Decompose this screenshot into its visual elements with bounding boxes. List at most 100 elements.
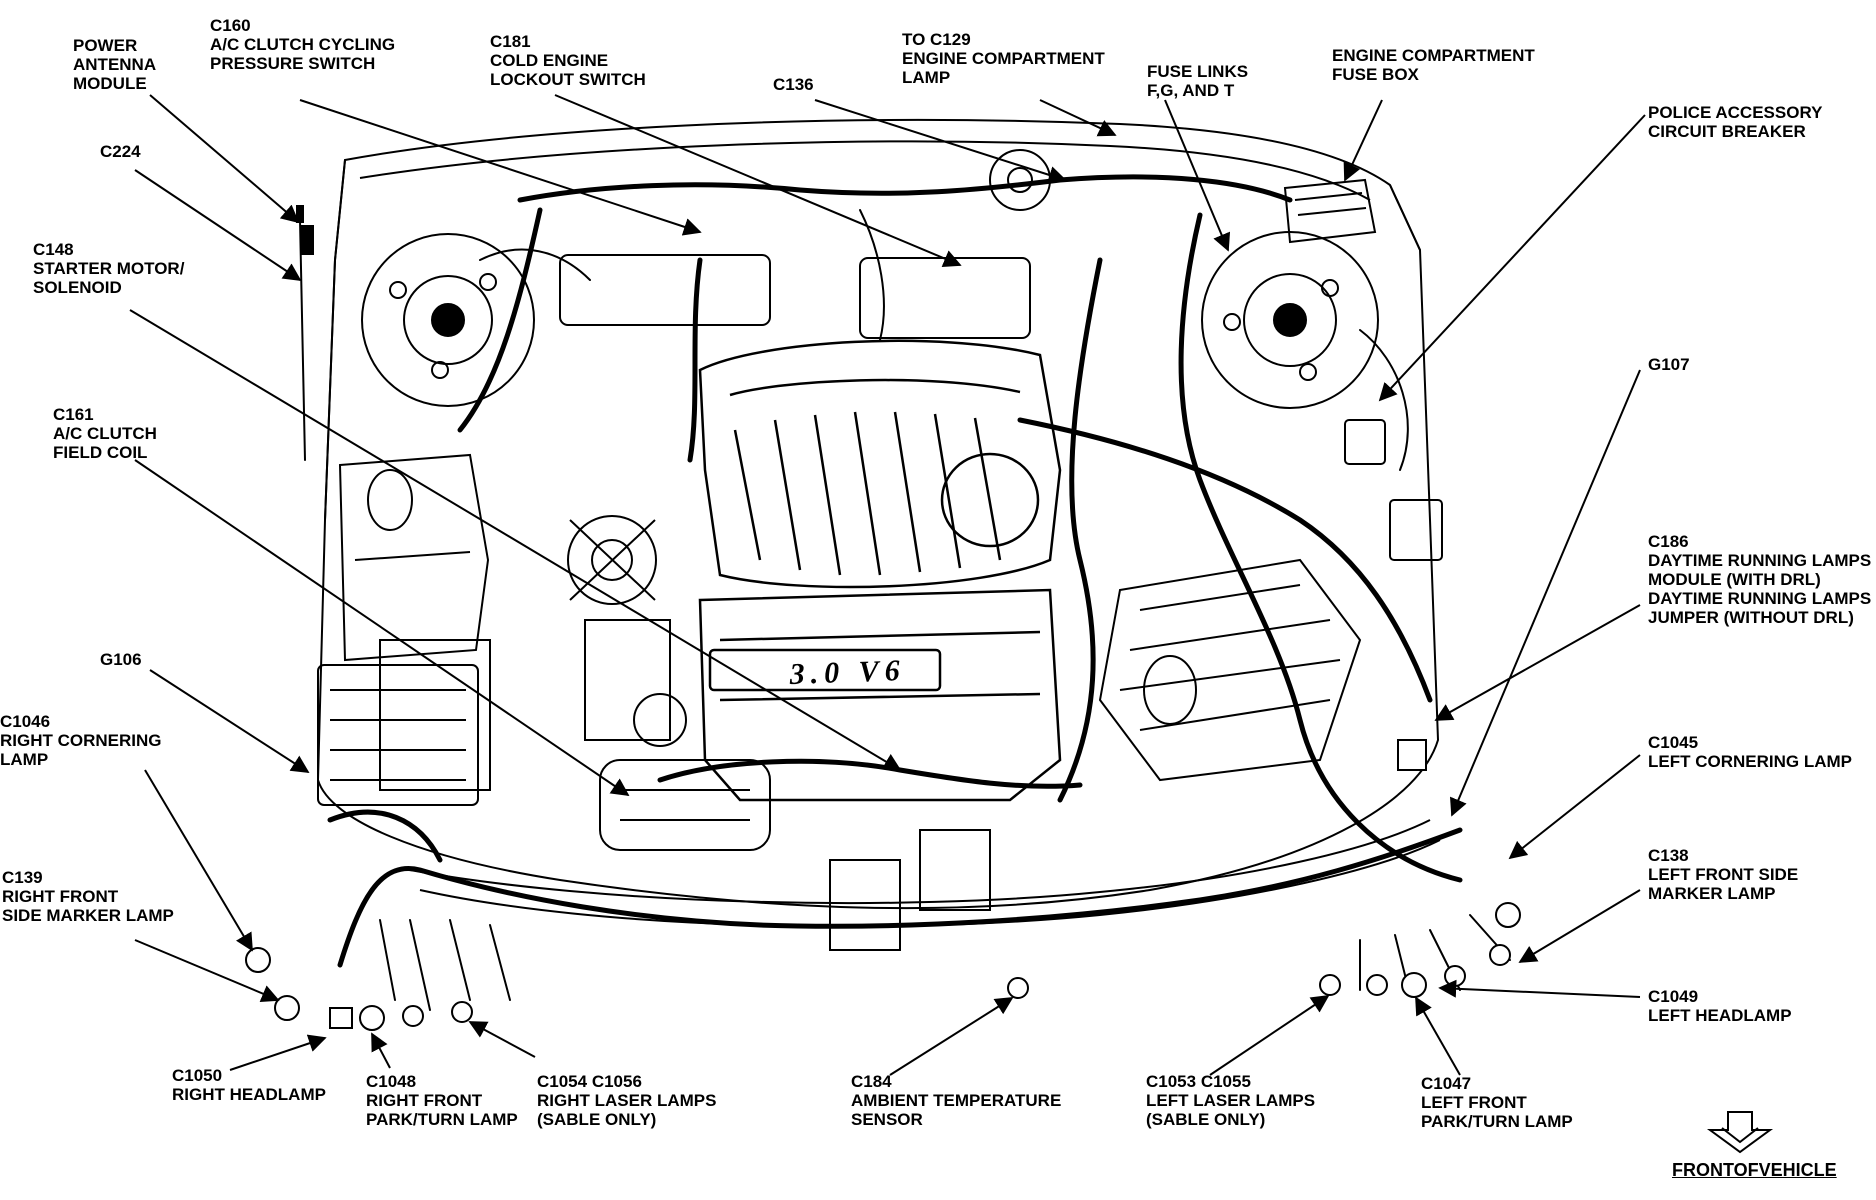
- label-c1049: C1049 LEFT HEADLAMP: [1648, 987, 1792, 1025]
- label-c184: C184 AMBIENT TEMPERATURE SENSOR: [851, 1072, 1061, 1129]
- alternator: [567, 515, 671, 741]
- label-line: LEFT FRONT: [1421, 1093, 1527, 1112]
- label-c1048: C1048 RIGHT FRONT PARK/TURN LAMP: [366, 1072, 518, 1129]
- label-line: RIGHT FRONT: [2, 887, 119, 906]
- label-c1045: C1045 LEFT CORNERING LAMP: [1648, 733, 1852, 771]
- throttle-body: [559, 149, 1051, 339]
- label-c148: C148 STARTER MOTOR/ SOLENOID: [33, 240, 184, 297]
- coolant-reservoir: [338, 453, 490, 662]
- label-line: MARKER LAMP: [1648, 884, 1776, 903]
- label-line: DAYTIME RUNNING LAMPS: [1648, 551, 1872, 570]
- label-line: C184: [851, 1072, 892, 1091]
- label-line: MODULE (WITH DRL): [1648, 570, 1821, 589]
- label-line: C138: [1648, 846, 1689, 865]
- fuse-box: [1283, 178, 1377, 244]
- label-line: COLD ENGINE: [490, 51, 609, 70]
- label-line: RIGHT CORNERING: [0, 731, 162, 750]
- label-line: LEFT HEADLAMP: [1648, 1006, 1792, 1025]
- label-line: C148: [33, 240, 74, 259]
- front-of-vehicle-label: FRONTOFVEHICLE: [1672, 1160, 1837, 1180]
- label-line: (SABLE ONLY): [1146, 1110, 1266, 1129]
- label-police-breaker: POLICE ACCESSORY CIRCUIT BREAKER: [1648, 103, 1822, 141]
- label-line: FUSE BOX: [1332, 65, 1419, 84]
- label-line: C1046: [0, 712, 51, 731]
- label-line: C161: [53, 405, 94, 424]
- label-line: C1047: [1421, 1074, 1472, 1093]
- front-of-vehicle-arrow-icon: [1706, 1111, 1774, 1154]
- label-line: RIGHT LASER LAMPS: [537, 1091, 717, 1110]
- label-line: C160: [210, 16, 251, 35]
- label-line: C1053 C1055: [1146, 1072, 1251, 1091]
- label-line: G107: [1648, 355, 1690, 374]
- label-c138: C138 LEFT FRONT SIDE MARKER LAMP: [1648, 846, 1798, 903]
- label-line: SOLENOID: [33, 278, 122, 297]
- label-line: LOCKOUT SWITCH: [490, 70, 646, 89]
- air-cleaner: [1098, 558, 1362, 782]
- label-line: LEFT CORNERING LAMP: [1648, 752, 1852, 771]
- front-connectors: [245, 739, 1521, 1031]
- label-line: CIRCUIT BREAKER: [1648, 122, 1806, 141]
- label-power-antenna-module: POWER ANTENNA MODULE: [73, 36, 156, 93]
- label-line: (SABLE ONLY): [537, 1110, 657, 1129]
- label-line: F,G, AND T: [1147, 81, 1235, 100]
- label-line: JUMPER (WITHOUT DRL): [1648, 608, 1854, 627]
- label-g107: G107: [1648, 355, 1690, 374]
- label-line: AMBIENT TEMPERATURE: [851, 1091, 1062, 1110]
- label-line: ENGINE COMPARTMENT: [902, 49, 1105, 68]
- label-c1046: C1046 RIGHT CORNERING LAMP: [0, 712, 162, 769]
- label-line: RIGHT HEADLAMP: [172, 1085, 326, 1104]
- label-line: POLICE ACCESSORY: [1648, 103, 1823, 122]
- label-c161: C161 A/C CLUTCH FIELD COIL: [53, 405, 157, 462]
- battery: [317, 639, 491, 806]
- label-line: LEFT FRONT SIDE: [1648, 865, 1799, 884]
- label-c139: C139 RIGHT FRONT SIDE MARKER LAMP: [2, 868, 174, 925]
- label-line: DAYTIME RUNNING LAMPS: [1648, 589, 1872, 608]
- label-line: C139: [2, 868, 43, 887]
- label-c186: C186 DAYTIME RUNNING LAMPS MODULE (WITH …: [1648, 532, 1871, 627]
- label-line: A/C CLUTCH CYCLING: [210, 35, 396, 54]
- label-line: LAMP: [0, 750, 49, 769]
- label-c224: C224: [100, 142, 141, 161]
- label-c181: C181 COLD ENGINE LOCKOUT SWITCH: [490, 32, 646, 89]
- leader-lines: [129, 94, 1646, 1076]
- label-line: SIDE MARKER LAMP: [2, 906, 174, 925]
- label-line: C1048: [366, 1072, 417, 1091]
- label-line: C1049: [1648, 987, 1699, 1006]
- label-line: RIGHT FRONT: [366, 1091, 483, 1110]
- label-c129: TO C129 ENGINE COMPARTMENT LAMP: [902, 30, 1105, 87]
- label-line: LAMP: [902, 68, 951, 87]
- label-line: MODULE: [73, 74, 147, 93]
- label-line: FUSE LINKS: [1147, 62, 1249, 81]
- label-line: G106: [100, 650, 142, 669]
- label-line: LEFT LASER LAMPS: [1146, 1091, 1316, 1110]
- label-line: C136: [773, 75, 814, 94]
- label-g106: G106: [100, 650, 142, 669]
- label-fuse-links: FUSE LINKS F,G, AND T: [1147, 62, 1248, 100]
- label-line: PARK/TURN LAMP: [366, 1110, 518, 1129]
- label-c1054-c1056: C1054 C1056 RIGHT LASER LAMPS (SABLE ONL…: [537, 1072, 716, 1129]
- left-strut-tower: [1201, 231, 1379, 409]
- label-line: A/C CLUTCH: [53, 424, 157, 443]
- ac-compressor: [599, 693, 771, 851]
- label-line: STARTER MOTOR/: [33, 259, 185, 278]
- engine-badge: 3.0 V6: [788, 654, 906, 691]
- label-engine-fuse-box: ENGINE COMPARTMENT FUSE BOX: [1332, 46, 1535, 84]
- label-c160: C160 A/C CLUTCH CYCLING PRESSURE SWITCH: [210, 16, 395, 73]
- wiring-harness-thin: [299, 209, 1511, 1011]
- label-line: C1045: [1648, 733, 1699, 752]
- label-line: C224: [100, 142, 141, 161]
- wiring-harness: [327, 174, 1463, 968]
- connector-c224: [296, 205, 314, 255]
- label-line: TO C129: [902, 30, 971, 49]
- intake-manifold: [698, 339, 1062, 589]
- label-c1053-c1055: C1053 C1055 LEFT LASER LAMPS (SABLE ONLY…: [1146, 1072, 1315, 1129]
- engine-bay-outline: [316, 119, 1440, 910]
- label-line: C1050: [172, 1066, 223, 1085]
- label-c1047: C1047 LEFT FRONT PARK/TURN LAMP: [1421, 1074, 1573, 1131]
- label-c1050: C1050 RIGHT HEADLAMP: [172, 1066, 326, 1104]
- label-line: FIELD COIL: [53, 443, 148, 462]
- label-line: C186: [1648, 532, 1689, 551]
- police-circuit-breaker: [1344, 419, 1443, 561]
- label-line: PRESSURE SWITCH: [210, 54, 376, 73]
